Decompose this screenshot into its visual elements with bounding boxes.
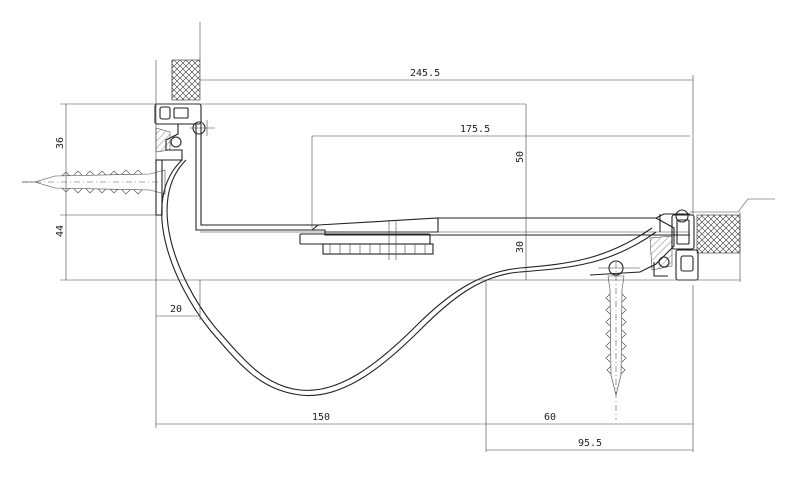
right-wall-hatch [696, 214, 741, 254]
right-screw [605, 262, 627, 420]
dim-left-bottom: 44 [55, 225, 66, 237]
dim-lower-right: 60 [544, 412, 556, 423]
dim-lower-left: 150 [312, 412, 330, 423]
flex-cover [161, 159, 657, 397]
dim-mid-height: 50 [515, 151, 526, 163]
dim-right-width: 95.5 [578, 438, 602, 449]
left-profile [154, 103, 215, 216]
left-wall [155, 22, 201, 265]
left-wall-hatch [171, 59, 201, 101]
dim-left-offset: 20 [170, 304, 182, 315]
right-wall [690, 198, 775, 282]
dimensions: 245.5 175.5 36 44 50 30 20 150 60 95.5 [55, 68, 694, 452]
left-gasket [155, 127, 171, 153]
left-screw [22, 169, 166, 195]
dim-left-top: 36 [55, 137, 66, 149]
dim-upper-width: 175.5 [460, 124, 490, 135]
right-profile [589, 209, 699, 281]
main-profile [195, 124, 690, 260]
dim-overall-width: 245.5 [410, 68, 440, 79]
dim-gap-height: 30 [515, 241, 526, 253]
right-gasket [649, 235, 673, 271]
